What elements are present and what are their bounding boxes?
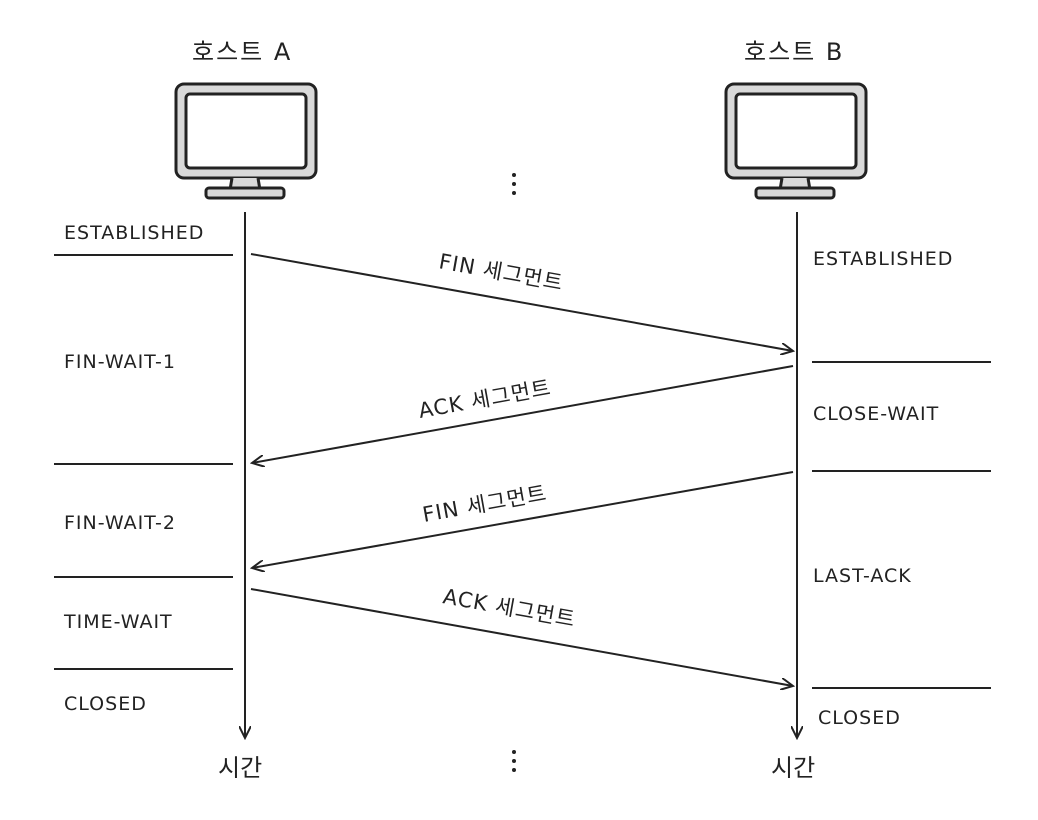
host-b-state-last-ack: LAST-ACK bbox=[813, 565, 912, 587]
host-a-label: 호스트 A bbox=[192, 38, 293, 66]
host-b-time-label: 시간 bbox=[771, 754, 816, 782]
message-arrow-1 bbox=[250, 253, 793, 351]
host-a-state-closed: CLOSED bbox=[64, 693, 147, 715]
ellipsis-top-icon bbox=[512, 173, 518, 200]
message-label-3: FIN 세그먼트 bbox=[421, 481, 549, 527]
host-b-label: 호스트 B bbox=[744, 38, 845, 66]
message-label-1: FIN 세그먼트 bbox=[437, 249, 565, 295]
message-arrow-3 bbox=[252, 471, 794, 568]
message-arrow-2 bbox=[252, 365, 794, 463]
host-b-state-close-wait: CLOSE-WAIT bbox=[813, 403, 940, 425]
host-a-state-time-wait: TIME-WAIT bbox=[64, 611, 173, 633]
host-b-state-established: ESTABLISHED bbox=[813, 248, 954, 270]
host-a-monitor-icon bbox=[174, 82, 318, 200]
host-a-state-fin-wait-1: FIN-WAIT-1 bbox=[64, 351, 176, 373]
message-arrow-4 bbox=[250, 588, 793, 686]
ellipsis-bottom-icon bbox=[512, 750, 518, 777]
host-a-state-established: ESTABLISHED bbox=[64, 222, 205, 244]
host-b-monitor-icon bbox=[724, 82, 868, 200]
host-a-state-fin-wait-2: FIN-WAIT-2 bbox=[64, 512, 176, 534]
message-label-2: ACK 세그먼트 bbox=[417, 376, 554, 423]
host-b-state-closed: CLOSED bbox=[818, 707, 901, 729]
message-label-4: ACK 세그먼트 bbox=[441, 584, 578, 631]
host-a-time-label: 시간 bbox=[218, 754, 263, 782]
